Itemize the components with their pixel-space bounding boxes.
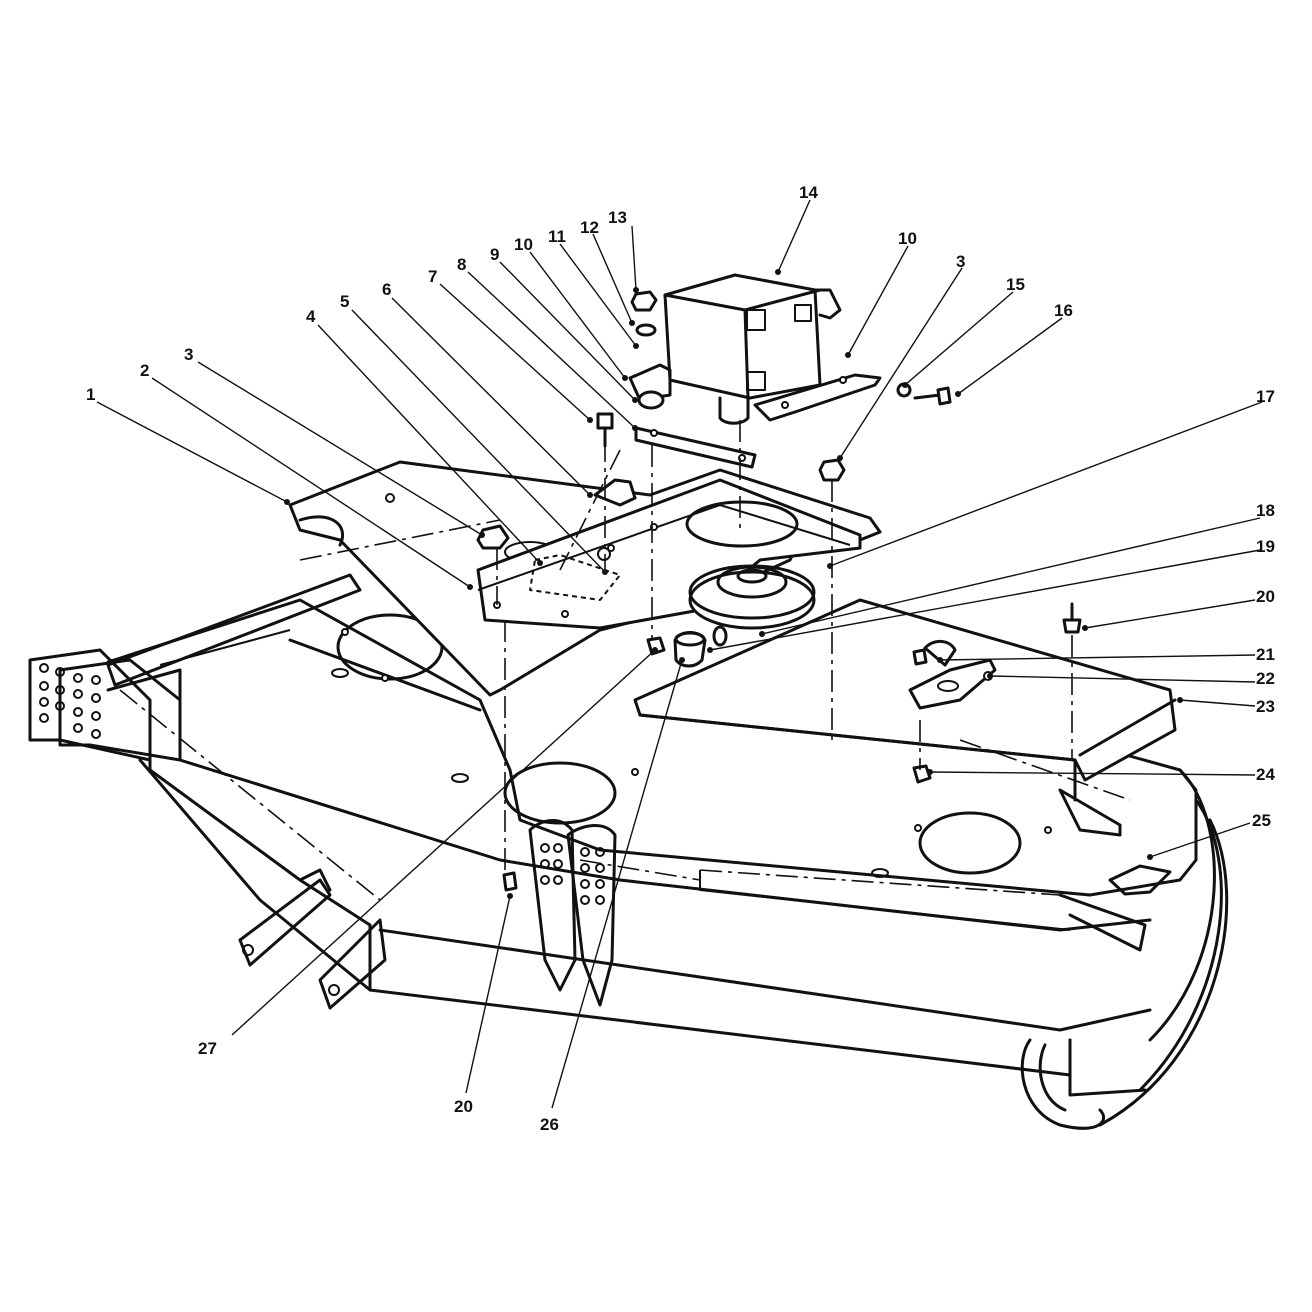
callout-5: 5 (340, 292, 349, 311)
callout-10-right: 10 (898, 229, 917, 248)
callout-9: 9 (490, 245, 499, 264)
callout-15: 15 (1006, 275, 1025, 294)
callout-6: 6 (382, 280, 391, 299)
callout-17: 17 (1256, 387, 1275, 406)
callout-12: 12 (580, 218, 599, 237)
right-belt-shield (633, 598, 1177, 802)
callout-21: 21 (1256, 645, 1275, 664)
callout-24: 24 (1256, 765, 1275, 784)
callout-18: 18 (1256, 501, 1275, 520)
belt-guide-strip (1058, 788, 1122, 837)
callout-20-right: 20 (1256, 587, 1275, 606)
center-mount-plate (476, 478, 862, 630)
callout-3-right: 3 (956, 252, 965, 271)
callout-4: 4 (306, 307, 316, 326)
callout-22: 22 (1256, 669, 1275, 688)
spindle-pulley (688, 564, 816, 630)
callout-23: 23 (1256, 697, 1275, 716)
callout-27: 27 (198, 1039, 217, 1058)
callout-26: 26 (540, 1115, 559, 1134)
assembly-center-lines (119, 420, 1131, 901)
callout-leaders (96, 199, 1263, 1109)
callout-8: 8 (457, 255, 466, 274)
callout-3: 3 (184, 345, 193, 364)
callout-1: 1 (86, 385, 95, 404)
callout-labels: 1 2 3 4 5 6 7 8 9 10 11 12 13 14 10 3 15… (86, 183, 1275, 1134)
callout-10: 10 (514, 235, 533, 254)
callout-19: 19 (1256, 537, 1275, 556)
callout-14: 14 (799, 183, 818, 202)
callout-dots (284, 269, 1183, 899)
callout-16: 16 (1054, 301, 1073, 320)
callout-20-bottom: 20 (454, 1097, 473, 1116)
callout-13: 13 (608, 208, 627, 227)
callout-11: 11 (548, 227, 566, 246)
callout-7: 7 (428, 267, 437, 286)
deck-hanger-brackets (28, 573, 617, 1010)
gearbox (628, 273, 882, 425)
callout-2: 2 (140, 361, 149, 380)
callout-25: 25 (1252, 811, 1271, 830)
